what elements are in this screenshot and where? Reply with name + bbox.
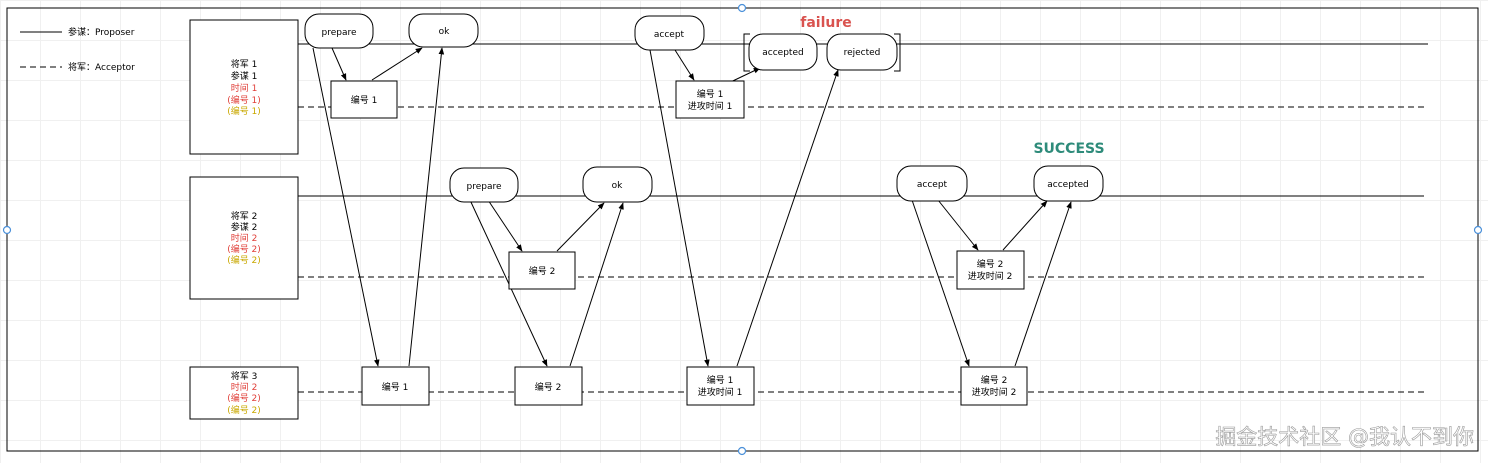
msg-ok-2: ok: [582, 166, 653, 203]
svg-text:编号 1: 编号 1: [351, 94, 378, 106]
g2-id2-box: 编号 2: [508, 251, 576, 290]
general-2-advisor: 参谋 2: [231, 221, 258, 233]
msg-accept-2: accept: [896, 165, 968, 202]
general-1-box: 将军 1 参谋 1 时间 1 (编号 1) (编号 1): [189, 19, 299, 155]
general-3-box: 将军 3 时间 2 (编号 2) (编号 2): [189, 366, 299, 420]
msg-accept-1: accept: [634, 15, 705, 51]
svg-text:编号 2: 编号 2: [529, 265, 556, 277]
msg-rejected-1: rejected: [826, 33, 898, 71]
g1-id1-box: 编号 1: [330, 80, 398, 119]
svg-text:编号 1: 编号 1: [707, 374, 734, 386]
general-1-accepted-id: (编号 1): [227, 105, 261, 117]
svg-text:编号 1: 编号 1: [697, 88, 724, 100]
svg-text:ok: ok: [612, 181, 624, 191]
svg-text:accept: accept: [654, 30, 685, 40]
svg-text:进攻时间 1: 进攻时间 1: [688, 100, 733, 112]
svg-text:编号 2: 编号 2: [981, 374, 1008, 386]
msg-accepted-2: accepted: [1033, 165, 1104, 202]
arrow-prepare-1-to-g1: [331, 47, 347, 81]
arrow-accept-1-to-g1: [674, 49, 695, 81]
g3-id1-box: 编号 1: [361, 366, 430, 406]
msg-ok-1: ok: [408, 13, 479, 48]
general-3-accepted-id: (编号 2): [227, 404, 261, 416]
svg-text:accept: accept: [917, 180, 948, 190]
result-bracket-right: [894, 33, 901, 72]
general-2-name: 将军 2: [231, 211, 258, 222]
arrow-prepare-1-to-g3: [312, 47, 380, 367]
general-3-time: 时间 2: [231, 381, 258, 393]
arrow-ok-2-from-g3: [569, 202, 624, 367]
general-2-accepted-id: (编号 2): [227, 254, 261, 266]
g3-id2-time2-box: 编号 2 进攻时间 2: [960, 366, 1028, 406]
arrow-ok-2-from-g2: [556, 202, 605, 252]
failure-label: failure: [800, 15, 852, 31]
general-3-name: 将军 3: [231, 371, 258, 382]
resize-handle-right[interactable]: [1473, 225, 1483, 235]
arrow-prepare-2-to-g2: [487, 199, 523, 252]
success-label: SUCCESS: [1033, 141, 1104, 157]
watermark: 掘金技术社区 @我认不到你: [1215, 425, 1474, 449]
msg-accepted-1: accepted: [748, 33, 818, 71]
legend-acceptor-label: 将军：Acceptor: [68, 62, 135, 73]
svg-text:accepted: accepted: [1047, 180, 1088, 190]
message-arrows: [312, 47, 1072, 367]
result-bracket-left: [743, 33, 750, 72]
svg-text:编号 2: 编号 2: [535, 381, 562, 393]
arrow-accept-2-to-g3: [911, 199, 970, 367]
msg-prepare-1: prepare: [304, 13, 374, 49]
svg-text:prepare: prepare: [321, 28, 356, 38]
g2-id2-time2-box: 编号 2 进攻时间 2: [956, 250, 1025, 290]
arrow-ok-1-from-g3: [408, 47, 445, 367]
resize-handle-bottom[interactable]: [737, 446, 747, 456]
svg-text:ok: ok: [439, 27, 451, 37]
arrow-accept-1-to-g3: [649, 49, 710, 367]
legend-proposer-label: 参谋：Proposer: [68, 26, 135, 38]
arrow-accept-2-to-g2: [937, 199, 979, 251]
msg-prepare-2: prepare: [449, 167, 519, 203]
g3-id2-box: 编号 2: [514, 366, 583, 406]
general-2-time: 时间 2: [231, 232, 258, 244]
svg-text:编号 2: 编号 2: [977, 258, 1004, 270]
svg-text:进攻时间 2: 进攻时间 2: [968, 270, 1013, 282]
legend: 参谋：Proposer 将军：Acceptor: [20, 26, 135, 73]
svg-text:accepted: accepted: [762, 48, 803, 58]
svg-text:进攻时间 2: 进攻时间 2: [972, 386, 1017, 398]
general-1-advisor: 参谋 1: [231, 70, 258, 82]
svg-text:进攻时间 1: 进攻时间 1: [698, 386, 743, 398]
arrow-rejected-from-g3: [736, 69, 839, 367]
resize-handle-left[interactable]: [2, 225, 12, 235]
general-2-id: (编号 2): [227, 243, 261, 255]
svg-text:prepare: prepare: [466, 182, 501, 192]
svg-text:编号 1: 编号 1: [382, 381, 409, 393]
general-1-name: 将军 1: [231, 59, 258, 70]
arrow-accepted-2-from-g3: [1014, 201, 1072, 367]
svg-text:rejected: rejected: [844, 48, 881, 58]
resize-handle-top[interactable]: [737, 3, 747, 13]
general-2-box: 将军 2 参谋 2 时间 2 (编号 2) (编号 2): [189, 176, 299, 300]
arrow-ok-1-from-g1: [371, 47, 423, 81]
general-1-id: (编号 1): [227, 94, 261, 106]
g3-id1-time1-box: 编号 1 进攻时间 1: [686, 366, 755, 406]
g1-id1-time1-box: 编号 1 进攻时间 1: [675, 80, 745, 119]
general-3-id: (编号 2): [227, 392, 261, 404]
general-1-time: 时间 1: [231, 82, 258, 94]
arrow-accepted-2-from-g2: [1002, 200, 1048, 251]
